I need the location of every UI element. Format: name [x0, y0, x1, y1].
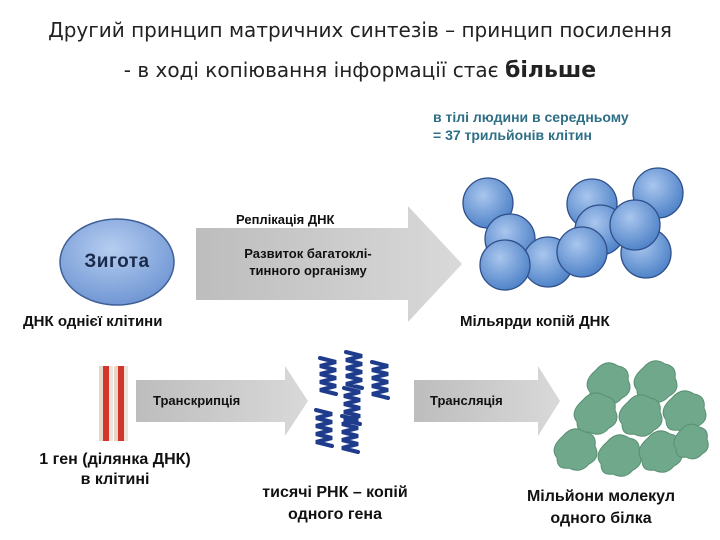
title-line1: Другий принцип матричних синтезів – прин…	[48, 18, 672, 42]
transcription-arrow	[136, 366, 308, 436]
gene-caption-line1: 1 ген (ділянка ДНК)	[39, 451, 191, 468]
protein-caption: Мільйони молекул одного білка	[488, 486, 714, 530]
gene-caption: 1 ген (ділянка ДНК) в клітині	[10, 450, 220, 490]
rna-caption: тисячі РНК – копій одного гена	[230, 482, 440, 526]
cell-cluster	[462, 167, 684, 291]
zygote-label: Зигота	[84, 251, 150, 272]
zygote-cell	[59, 218, 175, 306]
body-note-line2: = 37 трильйонів клітин	[433, 127, 592, 143]
protein-caption-line2: одного білка	[550, 510, 652, 527]
cell	[609, 199, 661, 251]
body-cell-count-note: в тілі людини в середньому = 37 трильйон…	[433, 108, 629, 144]
single-cell-dna-caption: ДНК однієї клітини	[23, 313, 163, 330]
rna-caption-line2: одного гена	[288, 506, 382, 523]
title-line2-prefix: - в ході копіювання інформації стає	[123, 58, 505, 82]
rna-caption-line1: тисячі РНК – копій	[262, 484, 408, 501]
translation-arrow	[414, 366, 560, 436]
body-note-line1: в тілі людини в середньому	[433, 109, 629, 125]
gene-caption-line2: в клітині	[80, 471, 150, 488]
development-label: Развиток багатоклі- тинного організму	[208, 245, 408, 279]
development-label-line1: Развиток багатоклі-	[244, 246, 372, 261]
gene-dna-segment	[99, 366, 128, 441]
title-line2-emphasis: більше	[505, 58, 597, 83]
title-line2: - в ході копіювання інформації стає біль…	[0, 58, 720, 83]
translation-label: Трансляція	[430, 393, 503, 408]
cell	[479, 239, 531, 291]
replication-arrow	[196, 206, 462, 322]
transcription-label: Транскрипція	[153, 393, 241, 408]
replication-label: Реплікація ДНК	[236, 212, 335, 227]
protein-caption-line1: Мільйони молекул	[526, 488, 676, 505]
cell	[556, 226, 608, 278]
protein-molecules	[553, 360, 709, 477]
billions-dna-caption: Мільярди копій ДНК	[460, 313, 610, 330]
development-label-line2: тинного організму	[249, 263, 367, 278]
rna-molecules	[314, 350, 390, 454]
